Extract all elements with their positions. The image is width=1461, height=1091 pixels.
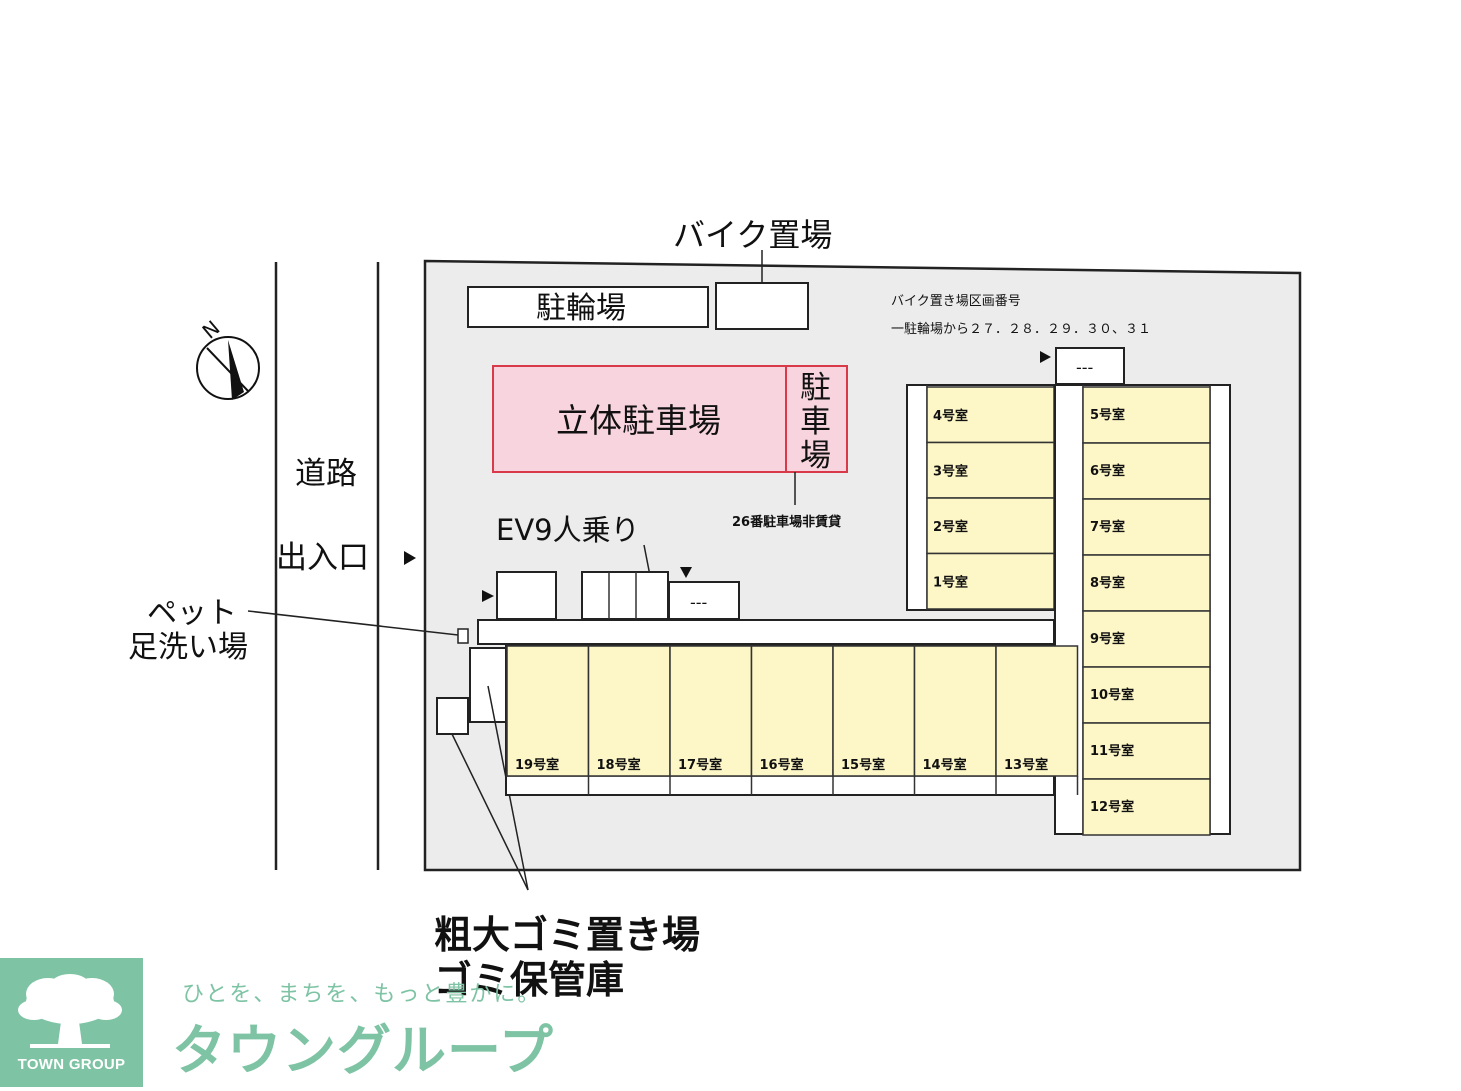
unit-cell (1082, 722, 1211, 780)
unit-label: 4号室 (933, 408, 968, 424)
town-group-logo (0, 958, 143, 1087)
unit-cell (1082, 498, 1211, 556)
brand-name: タウングループ (172, 1019, 554, 1082)
dash-box-top-label: --- (1076, 358, 1093, 377)
unit-cell (587, 645, 671, 777)
unit-cell (1082, 778, 1211, 836)
unit-cell (669, 645, 753, 777)
pet-wash-box (457, 628, 469, 644)
tree-logo-icon (0, 958, 143, 1087)
unit-label: 6号室 (1090, 463, 1125, 479)
garbage-storage-label: ゴミ保管庫 (434, 958, 624, 1002)
unit-cell (1082, 442, 1211, 500)
elevator-box (496, 571, 557, 620)
unit-cell (913, 645, 997, 777)
bulky-garbage-box (436, 697, 469, 735)
unit-label: 15号室 (841, 757, 885, 773)
bicycle-parking-area (467, 286, 709, 328)
unit-cell (1082, 666, 1211, 724)
bike-storage-area (715, 282, 809, 330)
unit-cell (506, 645, 590, 777)
unit-label: 9号室 (1090, 631, 1125, 647)
left-column-units: 4号室 3号室 2号室 1号室 (926, 386, 1055, 610)
space26-note: 26番駐車場非賃貸 (732, 514, 841, 530)
dash-box-mid-arrow-icon (680, 567, 692, 578)
pet-wash-label-line2: 足洗い場 (128, 630, 248, 665)
entrance-label: 出入口 (276, 540, 369, 576)
unit-label: 14号室 (923, 757, 967, 773)
bike-storage-label: バイク置場 (673, 216, 832, 254)
elevator-label: EV9人乗り (496, 513, 640, 547)
right-column-units: 5号室 6号室 7号室 8号室 9号室 10号室 11号室 12号室 (1082, 385, 1211, 836)
elevator-arrow-icon (482, 590, 494, 602)
bottom-row-units: 19号室 18号室 17号室 16号室 15号室 14号室 13号室 (506, 645, 1079, 795)
garbage-storage-box (469, 647, 507, 723)
unit-label: 12号室 (1090, 799, 1134, 815)
logo-caption: TOWN GROUP (17, 1056, 126, 1073)
multilevel-parking-label: 立体駐車場 (556, 401, 721, 440)
pet-wash-leader (247, 610, 459, 636)
entrance-arrow-icon (404, 551, 416, 565)
unit-cell (995, 645, 1079, 777)
bike-area-note-line1: バイク置き場区画番号 (891, 294, 1021, 309)
unit-label: 13号室 (1004, 757, 1048, 773)
unit-label: 1号室 (933, 574, 968, 590)
bicycle-parking-label: 駐輪場 (536, 291, 626, 326)
bike-area-note-line2: 一駐輪場から２７．２８．２９．３０、３１ (891, 321, 1151, 337)
unit-label: 3号室 (933, 463, 968, 479)
dash-box-top-arrow-icon (1040, 351, 1051, 363)
unit-label: 5号室 (1090, 407, 1125, 423)
main-corridor (477, 619, 1055, 645)
pet-wash-label-line1: ペット (147, 596, 237, 631)
unit-cell (1082, 554, 1211, 612)
stair-box (581, 571, 669, 620)
unit-label: 7号室 (1090, 519, 1125, 535)
parking-label-ch1: 駐 (800, 370, 831, 406)
parking-label-ch2: 車 (800, 404, 831, 440)
bulky-garbage-label: 粗大ゴミ置き場 (434, 913, 700, 957)
unit-label: 2号室 (933, 519, 968, 535)
unit-label: 18号室 (597, 757, 641, 773)
multilevel-parking-area (492, 365, 848, 473)
unit-label: 8号室 (1090, 575, 1125, 591)
dash-box-mid (668, 581, 740, 620)
unit-cell (750, 645, 834, 777)
unit-cell (926, 552, 1055, 610)
north-compass-icon: N (196, 316, 260, 400)
unit-cell (1082, 610, 1211, 668)
parking-label-ch3: 場 (800, 438, 831, 474)
garbage-leader-1 (451, 733, 529, 891)
unit-label: 19号室 (515, 757, 559, 773)
unit-label: 16号室 (760, 757, 804, 773)
unit-label: 10号室 (1090, 687, 1134, 703)
road-label: 道路 (295, 456, 357, 492)
dash-box-mid-label: --- (690, 593, 707, 612)
dash-box-top (1055, 347, 1125, 385)
brand-tagline: ひとを、まちを、もっと豊かに。 (182, 982, 542, 1007)
unit-label: 17号室 (678, 757, 722, 773)
unit-cell (832, 645, 916, 777)
unit-label: 11号室 (1090, 743, 1134, 759)
